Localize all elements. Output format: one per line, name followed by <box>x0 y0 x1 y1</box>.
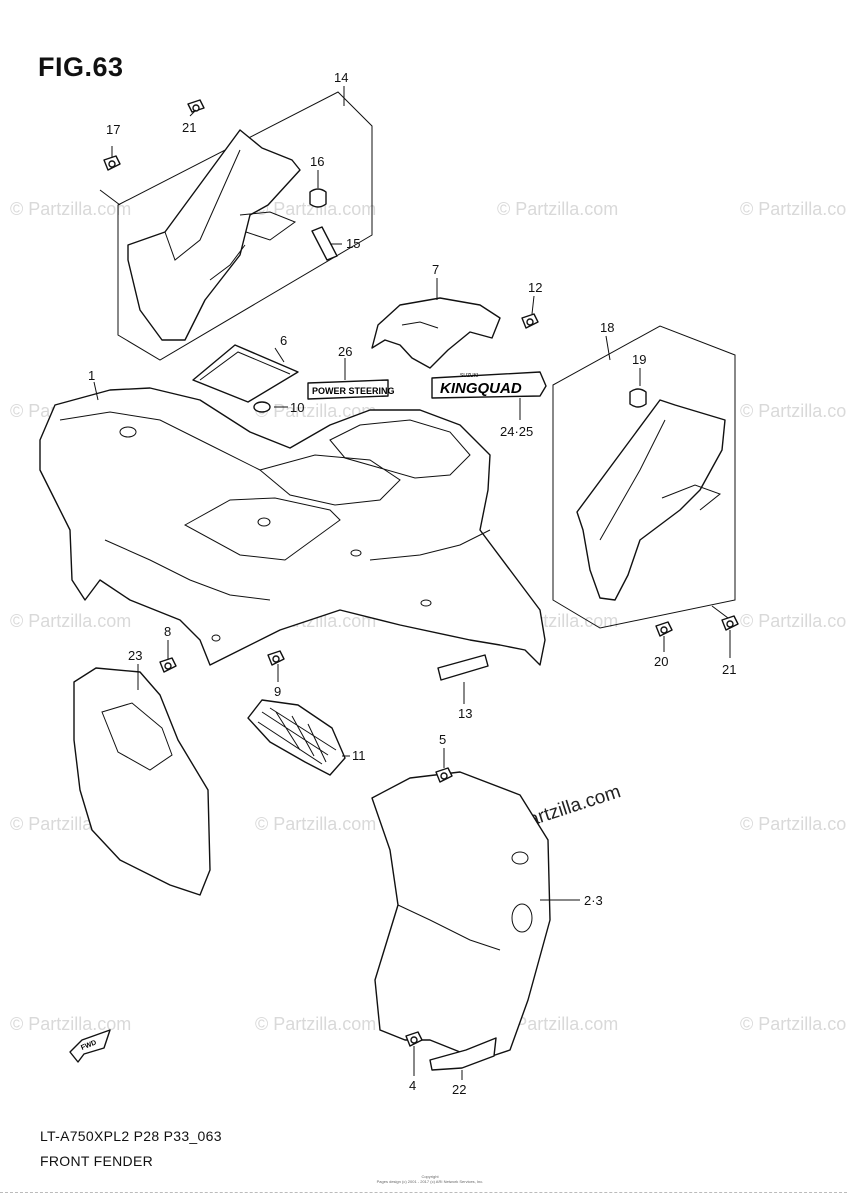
group-box-upper-left <box>117 91 373 361</box>
model-code: LT-A750XPL2 P28 P33_063 <box>40 1128 222 1144</box>
part-21-screw-upper[interactable] <box>187 99 205 113</box>
callout-5: 5 <box>439 732 446 747</box>
callout-16: 16 <box>310 154 324 169</box>
callout-15: 15 <box>346 236 360 251</box>
part-20-screw[interactable] <box>655 621 673 637</box>
watermark: © Partzilla.com <box>255 1014 376 1034</box>
copyright-line: Pages design (c) 2001 - 2017 (c) ARI Net… <box>376 1179 484 1184</box>
watermark: © Partzilla.com <box>740 814 847 834</box>
callout-labels: 14 21 17 16 15 7 12 18 19 6 26 1 10 24·2… <box>88 70 736 1097</box>
callout-17: 17 <box>106 122 120 137</box>
part-8-screw[interactable] <box>159 657 177 673</box>
watermark: © Partzilla.com <box>10 611 131 631</box>
part-11-grille[interactable] <box>247 699 346 776</box>
callout-21: 21 <box>182 120 196 135</box>
power-steering-text: POWER STEERING <box>312 386 395 396</box>
callout-22: 22 <box>452 1082 466 1097</box>
part-5-screw[interactable] <box>435 767 453 783</box>
part-10-grommet[interactable] <box>253 401 271 413</box>
copyright-notice: Copyright Pages design (c) 2001 - 2017 (… <box>360 1174 500 1184</box>
callout-1: 1 <box>88 368 95 383</box>
callout-19: 19 <box>632 352 646 367</box>
part-6-lid[interactable] <box>192 344 299 403</box>
part-16-grommet[interactable] <box>309 188 327 208</box>
part-4-screw[interactable] <box>405 1031 423 1047</box>
watermark: © Partzilla.com <box>497 199 618 219</box>
watermark: © Partzilla.com <box>497 1014 618 1034</box>
callout-21-right: 21 <box>722 662 736 677</box>
watermark: © Partzilla.com <box>255 199 376 219</box>
callout-9: 9 <box>274 684 281 699</box>
part-12-screw[interactable] <box>521 313 539 329</box>
part-23-under-cover[interactable] <box>73 667 211 896</box>
callout-4: 4 <box>409 1078 416 1093</box>
fwd-arrow-icon: FWD <box>69 1029 111 1063</box>
part-19-grommet[interactable] <box>629 388 647 408</box>
watermark: © Partzilla.com <box>740 1014 847 1034</box>
callout-6: 6 <box>280 333 287 348</box>
part-18-inner-panel[interactable] <box>576 399 726 601</box>
watermark: © Partzilla.com <box>10 1014 131 1034</box>
watermark: © Partzilla.com <box>740 199 847 219</box>
callout-12: 12 <box>528 280 542 295</box>
leader-lines <box>93 86 731 1080</box>
watermark: © Partzilla.com <box>740 401 847 421</box>
part-21-screw-right[interactable] <box>721 615 739 631</box>
callout-18: 18 <box>600 320 614 335</box>
callout-10: 10 <box>290 400 304 415</box>
part-22-strip[interactable] <box>429 1037 497 1071</box>
part-17-screw[interactable] <box>103 155 121 171</box>
watermark: © Partzilla.com <box>255 814 376 834</box>
part-24-25-kingquad-decal[interactable]: KINGQUAD SUZUKI <box>431 371 547 399</box>
group-box-right <box>552 325 736 629</box>
figure-caption: FRONT FENDER <box>40 1153 154 1169</box>
figure-title: FIG.63 <box>38 52 124 82</box>
callout-20: 20 <box>654 654 668 669</box>
callout-2-3: 2·3 <box>584 893 603 908</box>
callout-8: 8 <box>164 624 171 639</box>
part-9-screw[interactable] <box>267 650 285 666</box>
kingquad-text: KINGQUAD <box>440 380 522 397</box>
part-26-power-steering-decal[interactable]: POWER STEERING <box>307 379 395 400</box>
part-14-inner-panel[interactable] <box>127 129 301 341</box>
page-divider <box>0 1192 847 1193</box>
part-13-cushion-strip[interactable] <box>437 654 489 681</box>
callout-23: 23 <box>128 648 142 663</box>
callout-11: 11 <box>352 748 366 763</box>
callout-24-25: 24·25 <box>500 424 533 439</box>
watermark: © Partzilla.com <box>255 401 376 421</box>
part-2-3-side-panel[interactable] <box>371 771 551 1061</box>
part-7-top-cover[interactable] <box>371 297 501 369</box>
callout-14: 14 <box>334 70 348 85</box>
copyright-line: Copyright <box>421 1174 439 1179</box>
part-1-front-fender[interactable] <box>39 387 546 666</box>
callout-26: 26 <box>338 344 352 359</box>
callout-7: 7 <box>432 262 439 277</box>
watermark: © Partzilla.com <box>740 611 847 631</box>
callout-13: 13 <box>458 706 472 721</box>
watermark: © Partzilla.com <box>10 199 131 219</box>
kingquad-subtitle: SUZUKI <box>460 373 478 379</box>
part-15-cushion-strip[interactable] <box>311 226 338 261</box>
